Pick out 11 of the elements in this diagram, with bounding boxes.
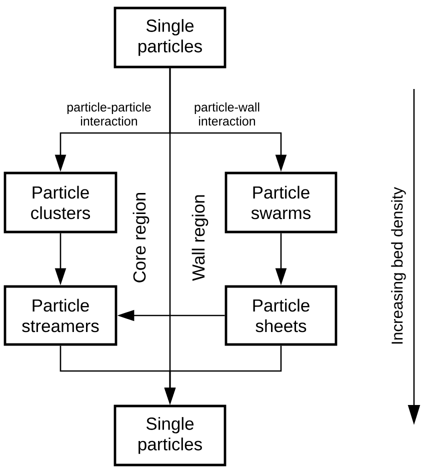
- process-box: Single particles: [114, 6, 226, 68]
- process-box: Particle clusters: [4, 172, 118, 234]
- direction-label: Increasing bed density: [391, 187, 406, 344]
- process-box: Particle streamers: [4, 285, 118, 346]
- edge-label: particle-particle interaction: [67, 102, 151, 126]
- edge-label: particle-wall interaction: [194, 102, 260, 126]
- region-label: Core region: [132, 192, 150, 282]
- region-label: Wall region: [192, 195, 208, 281]
- process-box: Single particles: [114, 404, 226, 466]
- process-box: Particle sheets: [224, 285, 338, 346]
- process-box: Particle swarms: [224, 172, 338, 234]
